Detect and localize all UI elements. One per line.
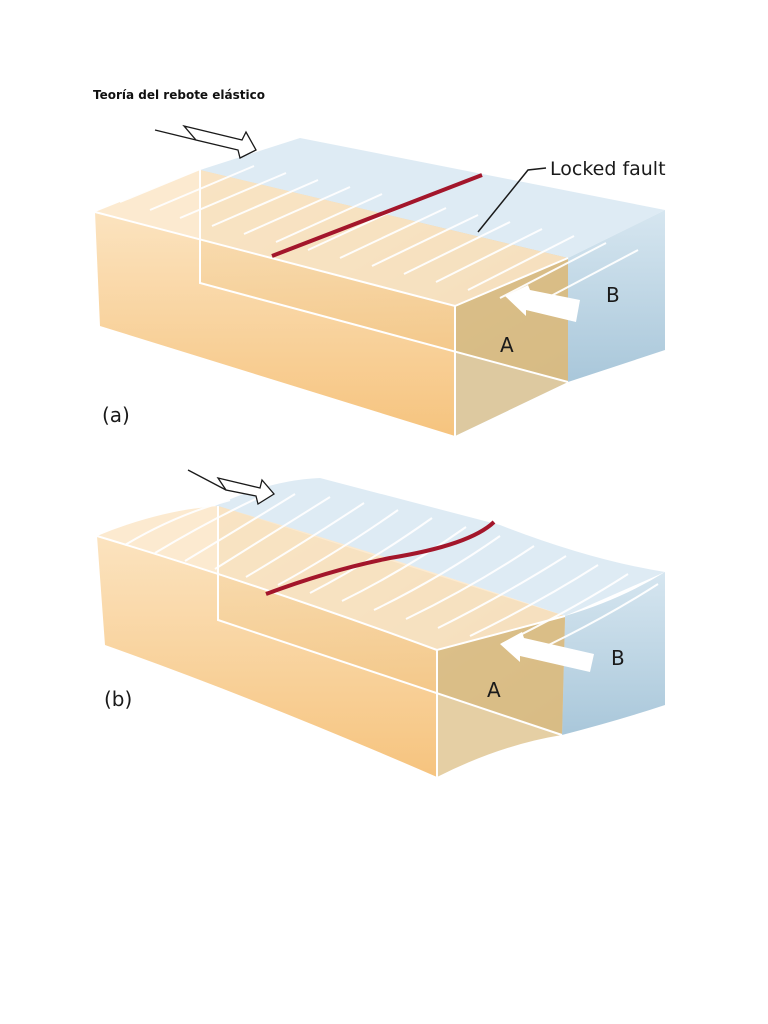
push-arrow-top-a-tail <box>154 129 197 141</box>
push-arrow-top-a <box>182 124 257 159</box>
fault-leader-line <box>477 167 547 233</box>
push-arrow-top-b-tail <box>187 469 227 491</box>
block-a-label-b: A <box>487 678 501 702</box>
push-arrow-b-b <box>500 632 594 672</box>
fault-line-a <box>271 173 483 258</box>
block-b-top <box>200 138 665 258</box>
block-b-right-side <box>568 210 665 382</box>
block-a-top-curved <box>97 506 565 650</box>
caption-b: (b) <box>104 687 132 711</box>
block-a-label-a: A <box>500 333 514 357</box>
block-a-front-curved <box>97 536 437 777</box>
block-a-b <box>97 506 565 777</box>
block-edges-a <box>94 170 569 436</box>
block-b-right-side-curved <box>562 572 665 735</box>
locked-fault-label: Locked fault <box>550 158 666 180</box>
push-arrow-top-b <box>216 476 275 506</box>
caption-a: (a) <box>102 403 130 427</box>
block-b-label-a: B <box>606 283 620 307</box>
fault-line-b <box>265 520 496 596</box>
panel-a: Locked fault B A (a) <box>94 124 666 436</box>
block-a-front <box>95 212 455 436</box>
block-b-label-b: B <box>611 646 625 670</box>
panel-b: B A (b) <box>96 469 665 777</box>
page-title: Teoría del rebote elástico <box>93 88 265 102</box>
grid-lines-b <box>124 493 659 653</box>
push-arrow-b-a <box>505 285 580 322</box>
